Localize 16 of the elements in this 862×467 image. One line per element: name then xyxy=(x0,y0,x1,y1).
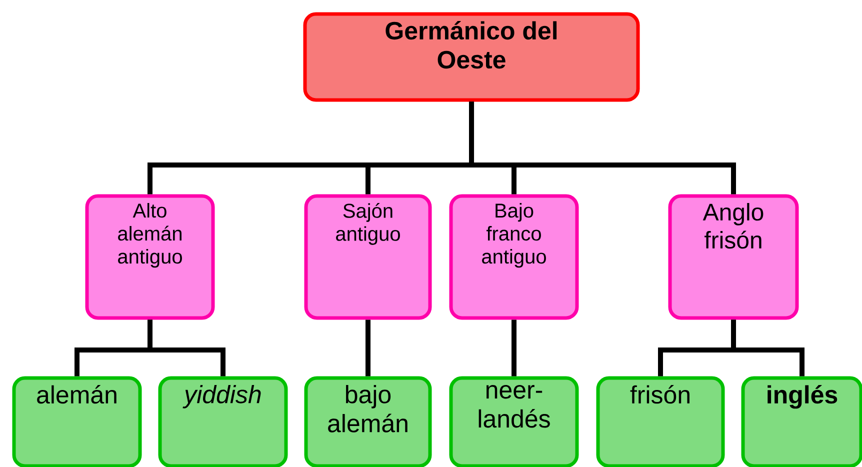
tree-box: neer- landés xyxy=(449,376,579,467)
connector-line xyxy=(512,320,516,376)
tree-box: inglés xyxy=(741,376,862,467)
tree-box: frisón xyxy=(596,376,725,467)
tree-box: Sajón antiguo xyxy=(304,194,432,320)
tree-box: yiddish xyxy=(158,376,288,467)
tree-box: Alto alemán antiguo xyxy=(85,194,215,320)
connector-line xyxy=(148,320,226,376)
tree-box: Bajo franco antiguo xyxy=(449,194,579,320)
tree-box: alemán xyxy=(12,376,142,467)
tree-box: Germánico del Oeste xyxy=(303,12,640,102)
tree-box: Anglo frisón xyxy=(668,194,799,320)
connector-line xyxy=(731,320,804,376)
connector-line xyxy=(366,320,370,376)
connector-line xyxy=(469,102,736,194)
tree-box: bajo alemán xyxy=(304,376,432,467)
